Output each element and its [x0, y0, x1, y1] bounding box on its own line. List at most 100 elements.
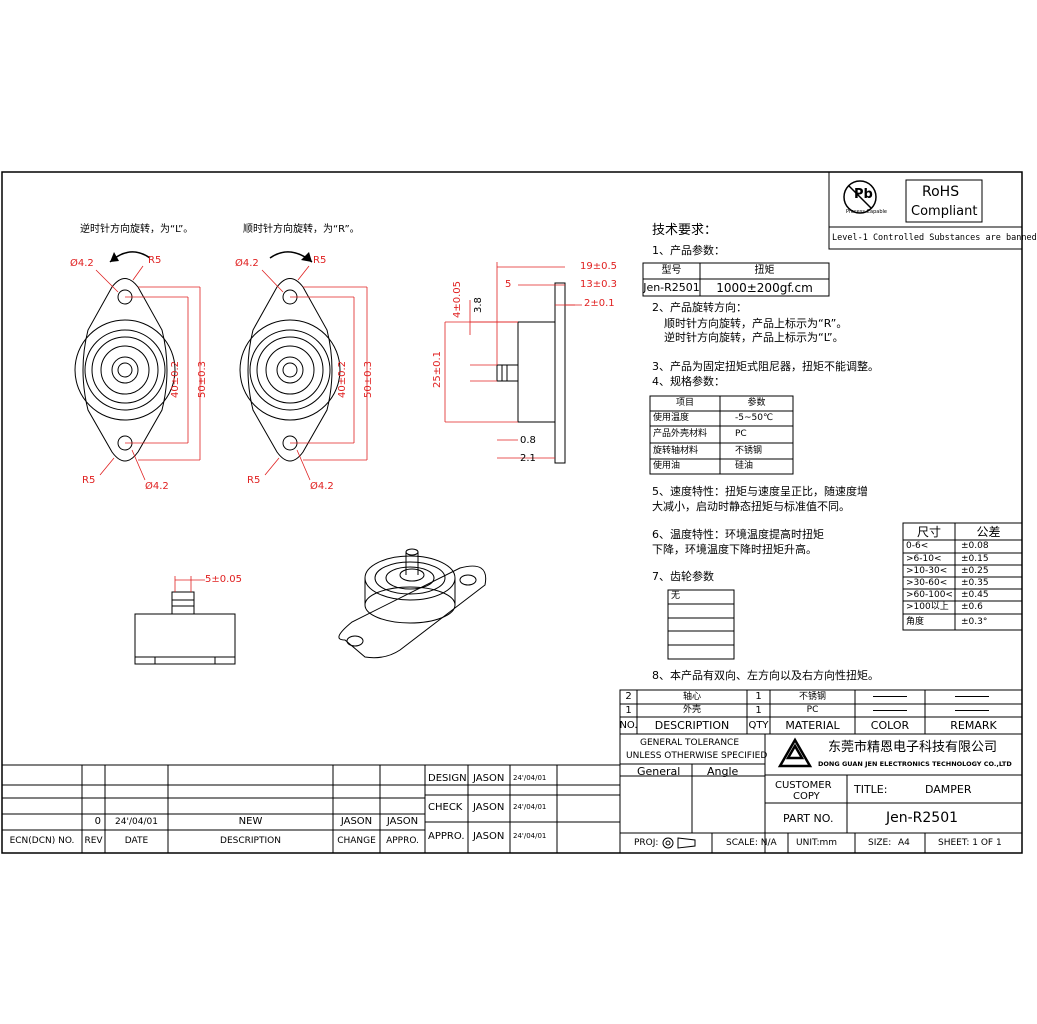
bom-remark-blank	[955, 696, 989, 697]
bom-color-blank	[873, 696, 907, 697]
company-name-cn: 东莞市精恩电子科技有限公司	[828, 740, 998, 755]
bom-row-qty: 1	[755, 704, 762, 716]
appro-label: APPRO.	[428, 831, 465, 842]
bom-header-no: NO.	[619, 719, 638, 731]
bom-header-remark: REMARK	[950, 719, 997, 732]
title-value: DAMPER	[925, 783, 972, 796]
part-number-label: PART NO.	[783, 812, 834, 825]
part-number-value: Jen-R2501	[886, 810, 959, 826]
revision-header-change: CHANGE	[337, 836, 376, 846]
revision-appro: JASON	[386, 816, 419, 827]
tech-item-2-line-1: 顺时针方向旋转，产品上标示为“R”。	[664, 317, 848, 330]
bom-header-description: DESCRIPTION	[654, 719, 730, 732]
spec-row-label: 产品外壳材料	[653, 429, 708, 439]
general-tolerance-label: GENERAL TOLERANCE	[640, 738, 740, 748]
spec-header-item: 项目	[675, 398, 694, 408]
bom-row-no: 2	[625, 691, 632, 702]
front-view-left	[74, 278, 176, 462]
param-model: Jen-R2501	[643, 281, 700, 294]
pb-label: Pb	[854, 187, 873, 202]
unit-label: UNIT:mm	[796, 838, 838, 848]
tolerance-header-size: 尺寸	[916, 524, 941, 539]
dim-height-right-outer: 50±0.3	[363, 360, 374, 398]
company-logo-icon	[777, 737, 813, 768]
tech-tables	[642, 262, 1023, 660]
dim-height-left-inner: 40±0.2	[170, 360, 181, 398]
tolerance-row-value: ±0.15	[961, 553, 989, 564]
design-person: JASON	[473, 773, 505, 784]
tolerance-row-value: ±0.45	[961, 589, 989, 600]
company-name-en: DONG GUAN JEN ELECTRONICS TECHNOLOGY CO.…	[818, 760, 1012, 768]
revision-header-date: DATE	[124, 836, 149, 846]
bom-row-material: 不锈钢	[798, 691, 826, 702]
dim-radius-left-top: R5	[148, 255, 162, 266]
sheet-border	[1, 171, 1023, 854]
title-label: TITLE:	[854, 783, 888, 796]
revision-header-ecn: ECN(DCN) NO.	[9, 836, 75, 846]
revision-header-rev: REV	[84, 836, 103, 846]
rotation-right-note: 顺时针方向旋转，为“R”。	[243, 224, 360, 235]
spec-row-label: 使用油	[653, 461, 681, 471]
param-torque: 1000±200gf.cm	[716, 280, 813, 295]
side-dimensions	[444, 262, 582, 459]
dim-radius-right-bottom: R5	[247, 475, 261, 486]
pb-icon	[843, 180, 877, 214]
bom-header-qty: QTY	[748, 719, 769, 731]
isometric-view	[338, 548, 487, 659]
tech-item-1: 1、产品参数：	[652, 244, 725, 257]
dim-top-2: 2±0.1	[584, 298, 615, 309]
tolerance-row-value: ±0.35	[961, 577, 989, 588]
dim-hole-left-bottom: Ø4.2	[145, 481, 169, 492]
general-tolerance-note: UNLESS OTHERWISE SPECIFIED	[626, 751, 768, 761]
dim-height-right-inner: 40±0.2	[337, 360, 348, 398]
bom-row-description: 外壳	[682, 705, 701, 715]
dim-radius-right-top: R5	[313, 255, 327, 266]
tech-item-5-line-2: 大减小，启动时静态扭矩与标准值不同。	[652, 500, 850, 513]
dim-radius-left-bottom: R5	[82, 475, 96, 486]
dim-body-25: 25±0.1	[432, 350, 443, 388]
tech-heading: 技术要求：	[652, 223, 718, 238]
bom-remark-blank	[955, 710, 989, 711]
spec-row-value: 不锈钢	[735, 445, 763, 456]
bom-row-description: 轴心	[682, 691, 701, 702]
appro-person: JASON	[473, 831, 505, 842]
tech-item-2: 2、产品旋转方向：	[652, 301, 747, 314]
title-block-grid	[2, 689, 1023, 854]
customer-copy-line-1: CUSTOMER	[775, 780, 832, 791]
tolerance-row-value: ±0.08	[961, 541, 989, 551]
tolerance-col-angle: Angle	[707, 765, 739, 778]
rohs-note: Level-1 Controlled Substances are banned	[832, 233, 1037, 243]
tolerance-row-size: 0-6<	[906, 541, 929, 551]
dim-height-left-outer: 50±0.3	[197, 360, 208, 398]
tech-item-7: 7、齿轮参数	[652, 570, 714, 583]
tolerance-row-value: ±0.6	[961, 602, 983, 612]
size-label: SIZE:	[868, 838, 892, 848]
design-date: 24'/04/01	[513, 774, 547, 782]
spec-header-value: 参数	[747, 398, 766, 408]
tech-item-8: 8、本产品有双向、左方向以及右方向性扭矩。	[652, 669, 879, 682]
front-view-right	[239, 278, 341, 462]
dimension-lines-left	[95, 265, 201, 481]
check-date: 24'/04/01	[513, 803, 547, 811]
revision-rev: 0	[94, 816, 101, 827]
spec-row-value: PC	[735, 429, 747, 439]
tolerance-row-value: ±0.3°	[961, 616, 988, 627]
tolerance-col-general: General	[637, 765, 681, 778]
spec-row-label: 使用温度	[653, 413, 690, 423]
appro-date: 24'/04/01	[513, 832, 547, 840]
customer-copy-line-2: COPY	[793, 791, 820, 802]
param-header-model: 型号	[661, 265, 682, 276]
bom-header-material: MATERIAL	[785, 719, 840, 732]
dimension-lines-right	[261, 265, 368, 481]
dim-side-5: 5±0.05	[205, 574, 243, 585]
spec-row-value: 硅油	[735, 461, 754, 471]
tolerance-row-size: >10-30<	[906, 565, 948, 576]
projection-symbol-icon	[662, 837, 696, 849]
design-label: DESIGN	[428, 773, 467, 784]
tolerance-row-size: 角度	[906, 616, 925, 627]
dim-hole-left-top: Ø4.2	[70, 258, 94, 269]
tech-item-3: 3、产品为固定扭矩式阻尼器，扭矩不能调整。	[652, 360, 879, 373]
tech-item-6-line-1: 6、温度特性：环境温度提高时扭矩	[652, 528, 824, 541]
